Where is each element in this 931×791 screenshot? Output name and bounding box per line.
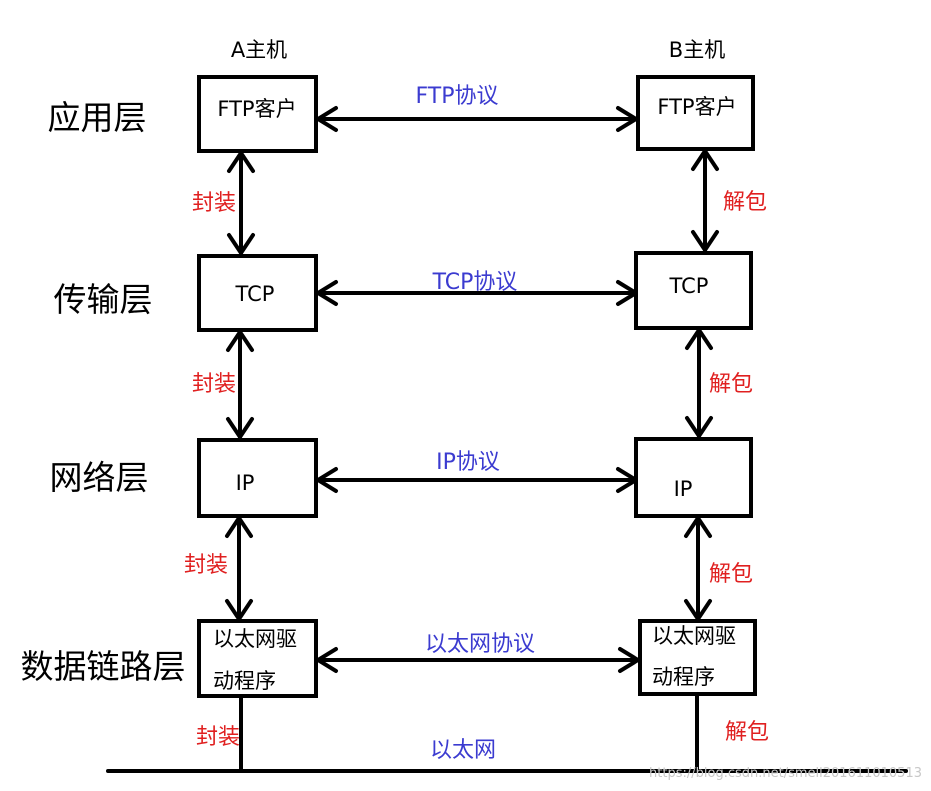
host-b-eth-label-line1: 以太网驱 (652, 624, 736, 648)
host-b-eth-label-line2: 动程序 (652, 665, 715, 689)
host-a-ethernet-driver-box (197, 619, 318, 698)
ethernet-wire-label: 以太网 (430, 738, 496, 763)
arrowhead-down (227, 233, 255, 257)
host-a-eth-label-line2: 动程序 (213, 669, 276, 693)
host-a-ip-label: IP (236, 471, 255, 495)
host-a-ip-box (197, 438, 318, 518)
decapsulate-label-transport: 解包 (709, 372, 753, 397)
layer-label-network: 网络层 (50, 458, 149, 497)
host-b-tcp-box (634, 251, 753, 330)
arrowhead-down (226, 417, 254, 441)
host-b-title: B主机 (669, 38, 725, 62)
decapsulate-label-network: 解包 (709, 562, 753, 587)
host-b-ip-label: IP (674, 477, 693, 501)
host-b-ftp-label: FTP客户 (657, 95, 736, 119)
encapsulate-label-datalink: 封装 (196, 725, 240, 750)
tcp-protocol-label: TCP协议 (432, 270, 518, 295)
host-a-ftp-label: FTP客户 (217, 97, 296, 121)
arrowhead-down (685, 416, 713, 440)
host-b-ftp-box (636, 75, 755, 151)
watermark-text: https://blog.csdn.net/smell201611010513 (649, 766, 922, 781)
host-b-tcp-label: TCP (669, 274, 709, 298)
ftp-protocol-label: FTP协议 (416, 84, 499, 109)
host-a-tcp-label: TCP (235, 282, 275, 306)
host-a-ftp-box (197, 75, 318, 153)
host-b-ethernet-driver-box (638, 619, 757, 696)
ethernet-protocol-label: 以太网协议 (425, 632, 535, 657)
layer-label-application: 应用层 (48, 98, 147, 137)
host-a-tcp-box (197, 254, 318, 332)
layer-label-datalink: 数据链路层 (21, 647, 186, 686)
host-a-eth-label-line1: 以太网驱 (213, 627, 297, 651)
peer-protocol-arrows (314, 106, 642, 673)
encapsulate-label-transport: 封装 (192, 372, 236, 397)
host-a-title: A主机 (231, 38, 287, 62)
layer-label-transport: 传输层 (54, 280, 153, 319)
ip-protocol-label: IP协议 (436, 450, 500, 475)
host-b-ip-box (634, 437, 753, 518)
arrowhead-down (691, 230, 719, 254)
encapsulate-label-network: 封装 (184, 553, 228, 578)
decapsulate-label-datalink: 解包 (725, 720, 769, 745)
decapsulate-label-app: 解包 (723, 190, 767, 215)
encapsulate-label-app: 封装 (192, 191, 236, 216)
